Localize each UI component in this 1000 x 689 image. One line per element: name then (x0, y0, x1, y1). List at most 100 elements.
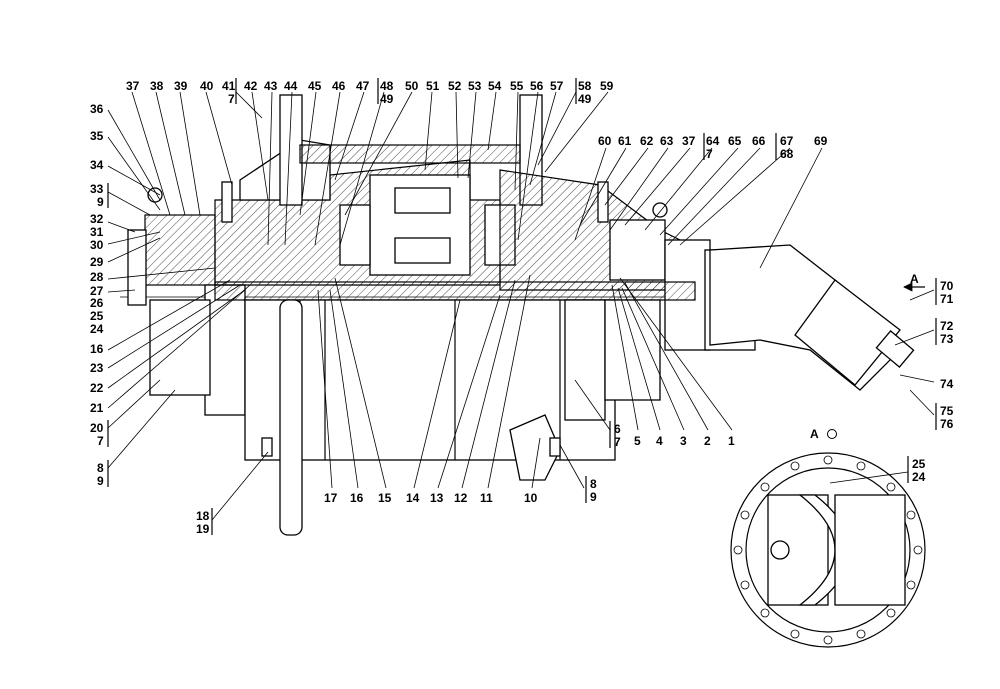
callout-45: 45 (308, 79, 322, 93)
callout-65: 65 (728, 134, 742, 148)
callout-29: 29 (90, 255, 104, 269)
callout-47: 47 (356, 79, 370, 93)
callout-72: 72 (940, 319, 954, 333)
callout-25: 25 (90, 309, 104, 323)
callout-74: 74 (940, 377, 954, 391)
callout-9-bottom: 9 (590, 490, 597, 504)
hydraulic-motor-block (794, 279, 901, 386)
callout-labels: 37 38 39 40 41 7 42 43 44 45 46 47 48 49… (90, 79, 954, 536)
view-arrow-label: A (910, 272, 919, 286)
callout-40: 40 (200, 79, 214, 93)
callout-20: 20 (90, 421, 104, 435)
callout-62: 62 (640, 134, 654, 148)
callout-4: 4 (656, 434, 663, 448)
view-rot-label: A (810, 427, 819, 441)
callout-41: 41 (222, 79, 236, 93)
callout-15: 15 (378, 491, 392, 505)
callout-58-sub: 49 (578, 92, 592, 106)
callout-43: 43 (264, 79, 278, 93)
callout-5: 5 (634, 434, 641, 448)
callout-32: 32 (90, 212, 104, 226)
bolt-bottom-left (261, 437, 273, 457)
planet-gear-lower (394, 237, 451, 264)
callout-8-left: 8 (97, 461, 104, 475)
callout-50: 50 (405, 79, 419, 93)
lower-mount-bracket (509, 414, 561, 481)
callout-73: 73 (940, 332, 954, 346)
callout-10: 10 (524, 491, 538, 505)
callout-20-sub: 7 (97, 434, 104, 448)
callout-19: 19 (196, 522, 210, 536)
callout-17: 17 (324, 491, 338, 505)
callout-44: 44 (284, 79, 298, 93)
left-cap (127, 229, 147, 306)
callout-55: 55 (510, 79, 524, 93)
callout-inset-25: 25 (912, 457, 926, 471)
callout-21: 21 (90, 401, 104, 415)
inset-port (770, 540, 790, 560)
planet-gear-upper (394, 187, 451, 214)
callout-27: 27 (90, 284, 104, 298)
callout-34: 34 (90, 158, 104, 172)
callout-61: 61 (618, 134, 632, 148)
callout-37b: 37 (682, 134, 696, 148)
bolt-left-top (221, 181, 233, 223)
callout-2: 2 (704, 434, 711, 448)
stack-ticks (107, 78, 937, 535)
callout-35: 35 (90, 129, 104, 143)
callout-6: 6 (614, 422, 621, 436)
rotation-icon (827, 429, 837, 439)
callout-57: 57 (550, 79, 564, 93)
callout-6-sub: 7 (614, 435, 621, 449)
callout-46: 46 (332, 79, 346, 93)
callout-33: 33 (90, 182, 104, 196)
callout-51: 51 (426, 79, 440, 93)
callout-59: 59 (600, 79, 614, 93)
callout-54: 54 (488, 79, 502, 93)
callout-14: 14 (406, 491, 420, 505)
left-lower-plate (149, 299, 211, 396)
callout-41-sub: 7 (228, 92, 235, 106)
leader-lines (107, 91, 935, 521)
port-fitting (875, 330, 915, 368)
callout-69: 69 (814, 134, 828, 148)
callout-23: 23 (90, 361, 104, 375)
callout-11: 11 (480, 491, 493, 505)
callout-18: 18 (196, 509, 210, 523)
callout-56: 56 (530, 79, 544, 93)
callout-63: 63 (660, 134, 674, 148)
bolt-right-top (597, 181, 609, 223)
callout-48-sub: 49 (380, 92, 394, 106)
top-ring-gear (299, 144, 521, 164)
callout-42: 42 (244, 79, 258, 93)
callout-39: 39 (174, 79, 188, 93)
right-lower-plate (564, 299, 606, 421)
callout-16: 16 (90, 342, 104, 356)
callout-71: 71 (940, 292, 954, 306)
callout-38: 38 (150, 79, 164, 93)
callout-9-left: 9 (97, 474, 104, 488)
brake-pack (609, 219, 666, 281)
callout-70: 70 (940, 279, 954, 293)
inset-outer-circle (730, 452, 926, 648)
callout-60: 60 (598, 134, 612, 148)
inset-bolt-circle (745, 467, 911, 633)
main-assembly (120, 94, 915, 536)
callout-58: 58 (578, 79, 592, 93)
callout-53: 53 (468, 79, 482, 93)
callout-52: 52 (448, 79, 462, 93)
callout-30: 30 (90, 238, 104, 252)
callout-24: 24 (90, 322, 104, 336)
callout-33-sub: 9 (97, 195, 104, 209)
inset-view-a (730, 452, 926, 648)
bearing-left (339, 204, 371, 266)
callout-66: 66 (752, 134, 766, 148)
inset-block-right (834, 494, 906, 606)
callout-75: 75 (940, 404, 954, 418)
callout-64: 64 (706, 134, 720, 148)
callout-1: 1 (728, 434, 735, 448)
callout-31: 31 (90, 225, 104, 239)
callout-37: 37 (126, 79, 140, 93)
